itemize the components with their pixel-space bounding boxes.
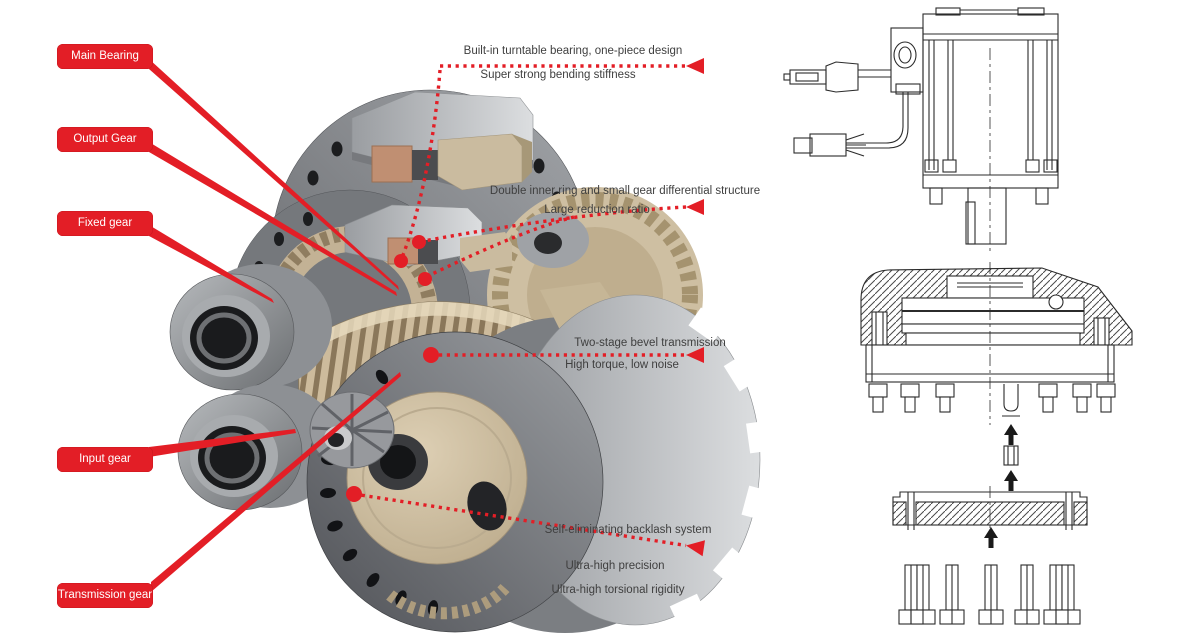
fastening-screws-drawing — [898, 564, 1081, 625]
callout-input-gear: Input gear — [57, 447, 153, 472]
arrowhead-icon — [686, 540, 705, 557]
callout-leader-lines — [149, 59, 401, 592]
annotation-backlash-line2: Ultra-high precision — [565, 560, 665, 572]
assembly-direction-arrows — [984, 424, 1018, 548]
arrowhead-icon — [686, 347, 704, 363]
annotation-turntable-line2: Super strong bending stiffness — [480, 69, 636, 81]
annotation-turntable-line1: Built-in turntable bearing, one-piece de… — [463, 45, 683, 57]
callout-transmission-gear: Transmission gear — [57, 583, 153, 608]
annotation-differential-line2: Large reduction ratio — [544, 204, 650, 216]
servo-motor-drawing — [783, 7, 1059, 252]
gear-assembly-render — [169, 89, 772, 633]
annotation-bevel-line1: Two-stage bevel transmission — [574, 337, 726, 349]
mounting-plate-drawing — [892, 445, 1088, 532]
arrowhead-icon — [686, 58, 704, 74]
reducer-cross-section-drawing — [860, 262, 1133, 425]
annotation-backlash-line3: Ultra-high torsional rigidity — [551, 584, 685, 596]
annotation-differential-line1: Double inner ring and small gear differe… — [489, 185, 761, 197]
annotation-leader-lines — [353, 64, 687, 548]
callout-output-gear: Output Gear — [57, 127, 153, 152]
callout-main-bearing: Main Bearing — [57, 44, 153, 69]
callout-fixed-gear: Fixed gear — [57, 211, 153, 236]
annotation-backlash-line1: Self-eliminating backlash system — [544, 524, 712, 536]
arrowhead-icon — [686, 199, 704, 215]
annotation-bevel-line2: High torque, low noise — [565, 359, 679, 371]
annotation-endpoints — [346, 58, 705, 557]
